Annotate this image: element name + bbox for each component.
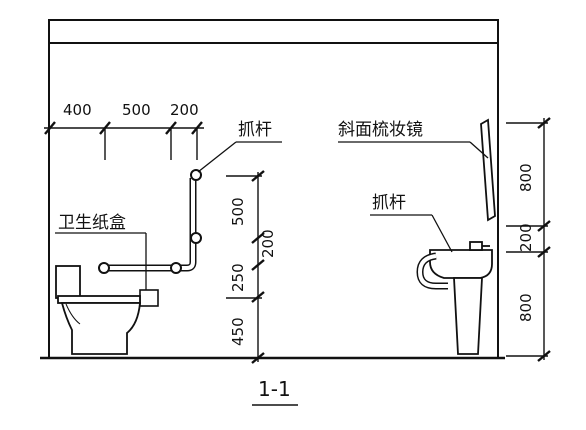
label-tissue-box: 卫生纸盒 (58, 213, 126, 233)
label-grab-bar-basin: 抓杆 (372, 193, 406, 213)
dim-v-800-bottom: 800 (517, 293, 535, 322)
toilet (55, 265, 141, 355)
vertical-dimension-right (506, 117, 551, 362)
leader-tilted-mirror (338, 141, 489, 159)
dim-v-200-right: 200 (517, 223, 535, 252)
washbasin (429, 241, 493, 355)
leader-tissue-box (55, 232, 147, 292)
grab-bar-basin (416, 252, 448, 290)
dim-v-500: 500 (229, 197, 247, 226)
horizontal-dimension-line (44, 121, 204, 160)
vertical-dimension-left (226, 170, 265, 364)
grab-bar-toilet (98, 169, 202, 274)
dim-v-450: 450 (229, 317, 247, 346)
dim-v-200-left: 200 (259, 229, 277, 258)
tissue-box (139, 289, 159, 307)
section-title: 1-1 (258, 377, 291, 401)
leader-grab-bar-basin (370, 214, 453, 253)
label-tilted-mirror: 斜面梳妆镜 (338, 120, 423, 140)
dim-h-400: 400 (63, 101, 92, 119)
dim-h-500: 500 (122, 101, 151, 119)
dim-v-250: 250 (229, 263, 247, 292)
label-grab-bar-top: 抓杆 (238, 120, 272, 140)
tilted-mirror (480, 118, 496, 222)
leader-grab-bar-top (197, 141, 282, 173)
dim-h-200: 200 (170, 101, 199, 119)
dim-v-800-top: 800 (517, 163, 535, 192)
